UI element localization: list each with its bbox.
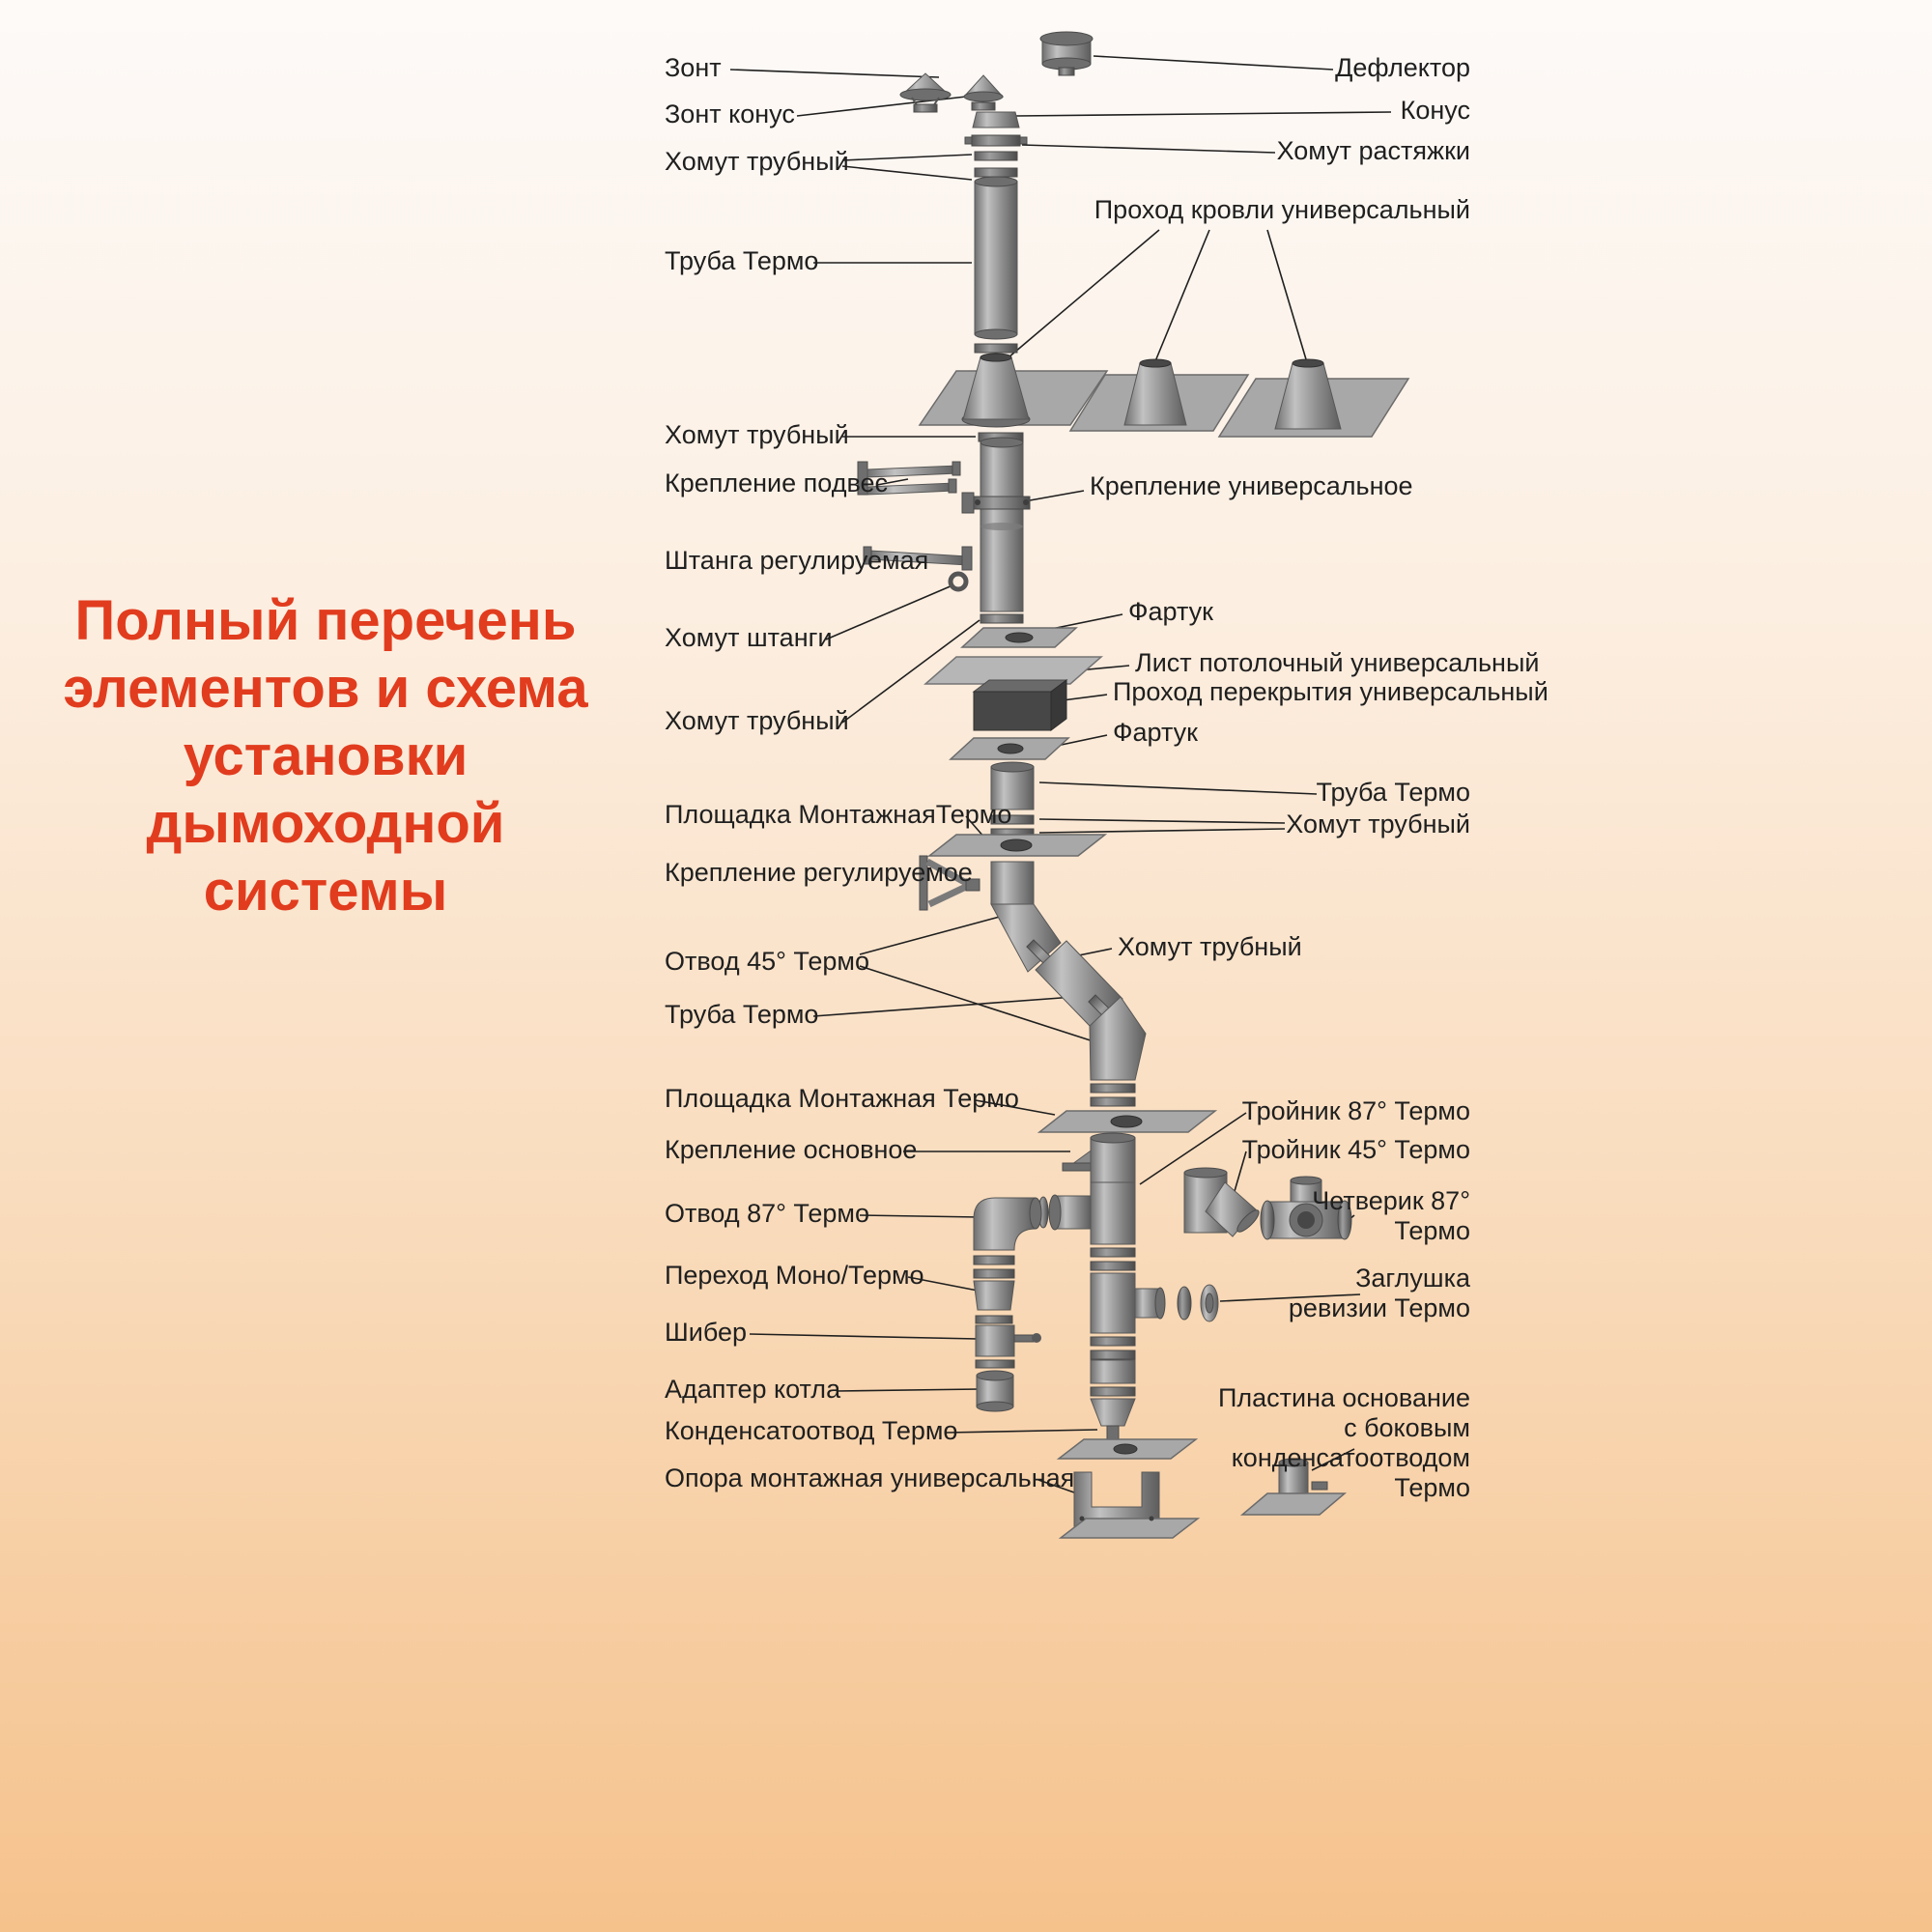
pipe-clamp-part xyxy=(974,151,1018,178)
label-kreplenie-podves: Крепление подвес xyxy=(665,469,889,497)
damper-part xyxy=(975,1324,1041,1357)
label-zont: Зонт xyxy=(665,53,722,82)
pipe-clamp-part xyxy=(973,1255,1015,1265)
deflector-part xyxy=(1039,31,1094,76)
label-troinik-87: Тройник 87° Термо xyxy=(1241,1096,1470,1125)
label-kondensatootvod: Конденсатоотвод Термо xyxy=(665,1416,958,1445)
label-shiber: Шибер xyxy=(665,1318,748,1347)
pipe-clamp-part xyxy=(1090,1336,1136,1347)
thermo-pipe-short-part xyxy=(990,761,1035,810)
label-homut-shtangi: Хомут штанги xyxy=(665,623,833,652)
label-ploshchadka-montazhnaya-1: Площадка МонтажнаяТермо xyxy=(665,800,1012,829)
label-prokhod-perekrytiya: Проход перекрытия универсальный xyxy=(1113,677,1548,706)
pipe-clamp-part xyxy=(990,814,1035,825)
label-konus: Конус xyxy=(1400,96,1470,125)
hanging-bracket-part xyxy=(857,461,961,496)
roof-passage-part xyxy=(1068,358,1250,432)
pipe-clamp-part xyxy=(980,613,1024,624)
label-chetverik-87: Четверик 87° Термо xyxy=(1312,1186,1470,1245)
pipe-clamp-part xyxy=(975,1315,1013,1324)
label-zaglushka-revizii: Заглушка ревизии Термо xyxy=(1288,1264,1470,1322)
label-fartuk-1: Фартук xyxy=(1128,597,1213,626)
label-truba-termo-2: Труба Термо xyxy=(665,1000,819,1029)
cross-87-part xyxy=(1260,1176,1352,1240)
title-line: Полный перечень xyxy=(74,589,577,652)
apron-part xyxy=(960,627,1078,648)
label-kreplenie-universalnoe: Крепление универсальное xyxy=(1090,471,1413,500)
revision-plug-part xyxy=(1177,1284,1219,1322)
adjustable-rod-part xyxy=(863,546,973,571)
umbrella-cap-part xyxy=(899,72,952,113)
label-kreplenie-reguliruemoe: Крепление регулируемое xyxy=(665,858,973,887)
pipe-clamp-part xyxy=(975,1359,1015,1369)
label-kreplenie-osnovnoe: Крепление основное xyxy=(665,1135,918,1164)
label-homut-trubny-2: Хомут трубный xyxy=(665,420,849,449)
page-title: Полный перечень элементов и схема устано… xyxy=(21,587,630,925)
label-fartuk-2: Фартук xyxy=(1113,718,1198,747)
roof-passage-part xyxy=(918,353,1109,428)
title-line: установки xyxy=(183,724,469,787)
pipe-clamp-part xyxy=(1090,1350,1136,1360)
condensate-drain-part xyxy=(1056,1398,1199,1460)
title-line: элементов и схема xyxy=(63,657,588,720)
mono-thermo-transition-part xyxy=(973,1280,1015,1311)
label-otvod-87: Отвод 87° Термо xyxy=(665,1199,870,1228)
apron-part xyxy=(949,737,1070,760)
label-truba-termo-r: Труба Термо xyxy=(1316,778,1470,807)
pipe-clamp-part xyxy=(973,1268,1015,1279)
thermo-pipe-part xyxy=(990,861,1035,905)
pipe-clamp-part xyxy=(1090,1247,1136,1258)
label-list-potolochny: Лист потолочный универсальный xyxy=(1135,648,1540,677)
pipe-clamp-part xyxy=(1090,1261,1136,1271)
label-adapter-kotla: Адаптер котла xyxy=(665,1375,841,1404)
adjustable-bracket-part xyxy=(919,855,980,911)
pipe-clamp-part xyxy=(1090,1096,1136,1107)
pipe-clamp-part xyxy=(1090,1386,1136,1397)
cone-cap-part xyxy=(962,74,1005,111)
thermo-pipe-part xyxy=(1090,1132,1136,1183)
label-plastina-osnovanie: Пластина основание с боковым конденсатоо… xyxy=(1217,1383,1470,1502)
label-zont-konus: Зонт конус xyxy=(665,99,795,128)
boiler-adapter-part xyxy=(976,1370,1014,1412)
label-troinik-45: Тройник 45° Термо xyxy=(1241,1135,1470,1164)
pipe-clamp-part xyxy=(974,343,1018,354)
tee-87-part xyxy=(1037,1181,1136,1245)
mounting-support-part xyxy=(1058,1471,1201,1539)
label-homut-rastyazhki: Хомут растяжки xyxy=(1276,136,1470,165)
label-otvod-45: Отвод 45° Термо xyxy=(665,947,870,976)
label-truba-termo-1: Труба Термо xyxy=(665,246,819,275)
label-homut-trubny-1: Хомут трубный xyxy=(665,147,849,176)
guy-wire-clamp-part xyxy=(964,134,1028,147)
mounting-platform-part xyxy=(926,834,1108,857)
thermo-pipe-long-part xyxy=(974,176,1018,340)
label-deflektor: Дефлектор xyxy=(1335,53,1470,82)
title-line: дымоходной xyxy=(146,792,505,855)
label-opora-montazhnaya: Опора монтажная универсальная xyxy=(665,1463,1075,1492)
label-homut-trubny-r2: Хомут трубный xyxy=(1118,932,1302,961)
elbow-45-part xyxy=(1089,996,1147,1081)
title-line: системы xyxy=(203,860,448,923)
elbow-87-part xyxy=(973,1197,1042,1251)
mounting-platform-part xyxy=(1037,1110,1218,1133)
roof-passage-part xyxy=(1217,358,1410,438)
rod-clamp-part xyxy=(948,571,969,592)
tee-45-part xyxy=(1183,1167,1260,1237)
universal-bracket-part xyxy=(961,492,1031,514)
label-homut-trubny-r1: Хомут трубный xyxy=(1286,810,1470,838)
pipe-clamp-part xyxy=(1090,1083,1136,1094)
cone-adapter-part xyxy=(972,111,1020,128)
label-perekhod-mono-termo: Переход Моно/Термо xyxy=(665,1261,924,1290)
revision-tee-part xyxy=(1090,1272,1166,1334)
label-shtanga-reguliruemaya: Штанга регулируемая xyxy=(665,546,929,575)
label-homut-trubny-3: Хомут трубный xyxy=(665,706,849,735)
base-plate-part xyxy=(1239,1458,1348,1516)
thermo-pipe-mid-part xyxy=(980,437,1024,612)
ceiling-passage-part xyxy=(972,679,1068,731)
thermo-pipe-part xyxy=(1090,1359,1136,1384)
label-prokhod-krovli: Проход кровли универсальный xyxy=(1094,195,1470,224)
label-ploshchadka-montazhnaya-2: Площадка Монтажная Термо xyxy=(665,1084,1019,1113)
